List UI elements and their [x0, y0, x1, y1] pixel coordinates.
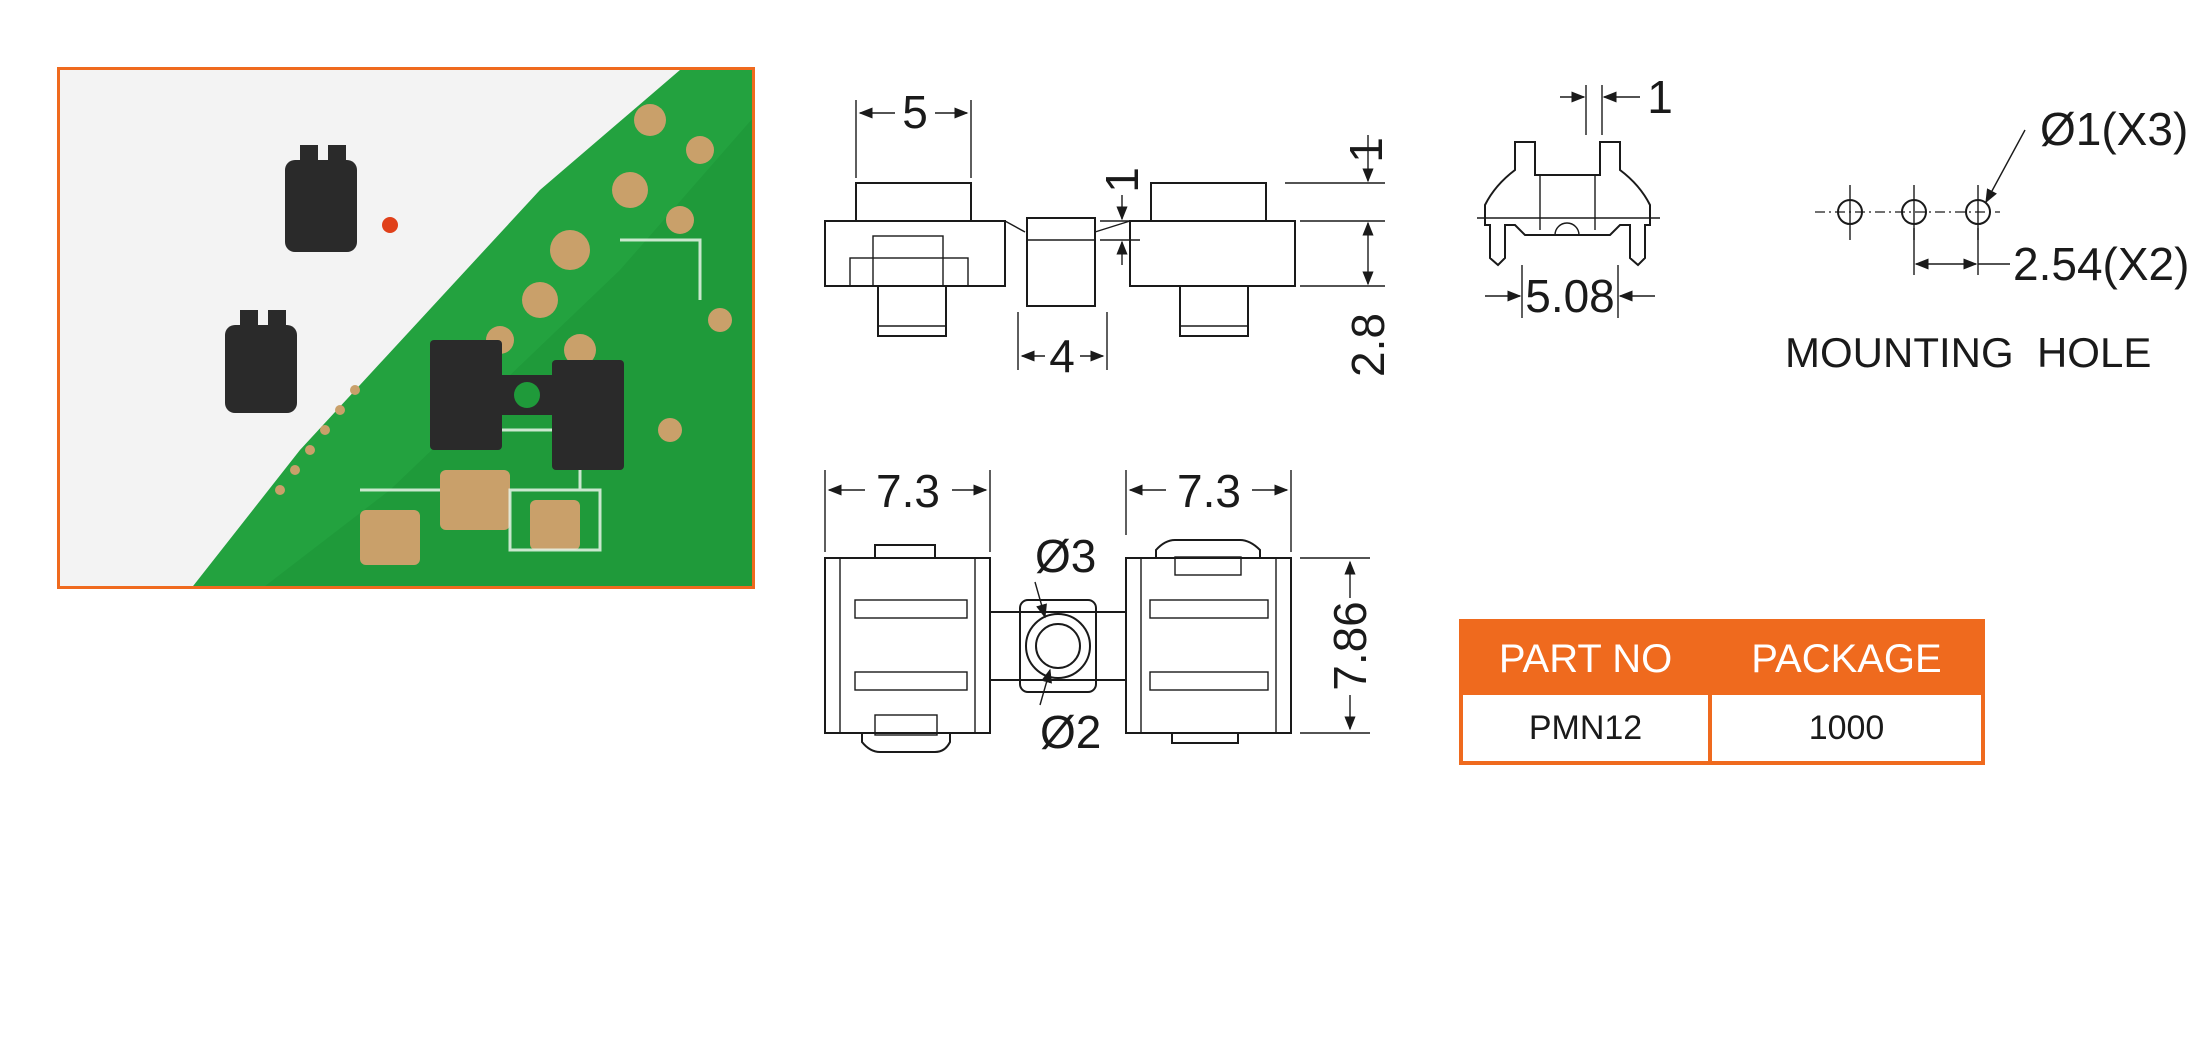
dim-height-label: 2.8 — [1342, 313, 1394, 377]
dim-pitch-label: 5.08 — [1525, 270, 1615, 322]
dim-center-label: 4 — [1049, 330, 1075, 382]
dim-inner-diameter-label: Ø2 — [1040, 706, 1101, 758]
dim-gap-label: 1 — [1096, 167, 1148, 193]
dim-top-1-label: 1 — [1340, 137, 1392, 163]
side-view: 5 1 4 1 2.8 — [824, 86, 1394, 382]
end-view: 1 5.08 — [1477, 71, 1673, 322]
dim-depth-label: 7.86 — [1324, 601, 1376, 691]
product-photo — [57, 67, 755, 589]
hole-diameter-label: Ø1(X3) — [2040, 103, 2188, 155]
dim-left-width-label: 7.3 — [876, 465, 940, 517]
table-header-row: PART NO PACKAGE — [1461, 621, 1983, 695]
header-part-no: PART NO — [1461, 621, 1711, 695]
mounting-hole-title: MOUNTING HOLE — [1785, 329, 2151, 376]
cell-part-no: PMN12 — [1528, 708, 1643, 747]
dim-width-label: 5 — [902, 86, 928, 138]
dim-right-width-label: 7.3 — [1177, 465, 1241, 517]
part-package-table: PART NO PACKAGE PMN12 1000 — [1459, 619, 1985, 765]
pcb-photo-illustration — [60, 70, 752, 586]
dim-slot-label: 1 — [1647, 71, 1673, 123]
dim-outer-diameter-label: Ø3 — [1035, 530, 1096, 582]
mounting-hole-diagram: Ø1(X3) 2.54(X2) MOUNTING HOLE — [1785, 103, 2189, 376]
top-view: 7.3 7.3 Ø3 Ø2 7.86 — [824, 465, 1376, 758]
spacer-parts — [225, 145, 624, 470]
table-row: PMN12 1000 — [1461, 695, 1983, 763]
copper-pads — [360, 104, 732, 565]
header-package: PACKAGE — [1708, 621, 1983, 695]
hole-pitch-label: 2.54(X2) — [2013, 238, 2189, 290]
cell-package: 1000 — [1708, 695, 1983, 763]
